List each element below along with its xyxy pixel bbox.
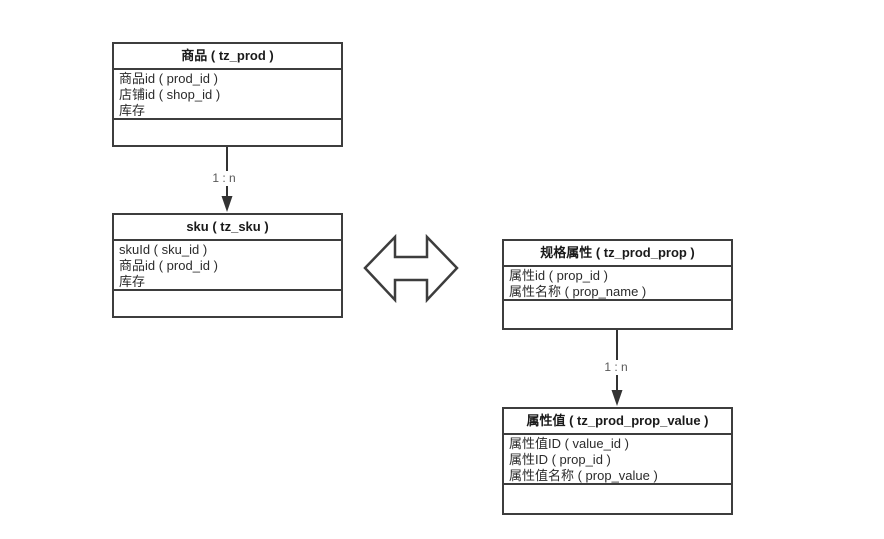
entity-prod-prop-value-footer xyxy=(504,485,731,513)
entity-prod-footer xyxy=(114,120,341,145)
field-stock: 库存 xyxy=(119,103,146,118)
field-prop-id: 属性id ( prop_id ) xyxy=(509,268,608,283)
relation-label-prod-sku: 1 : n xyxy=(201,171,247,186)
field-prop-name: 属性名称 ( prop_name ) xyxy=(509,284,647,299)
entity-sku-fields: skuId ( sku_id ) 商品id ( prod_id ) 库存 xyxy=(114,241,341,291)
field-value-id: 属性值ID ( value_id ) xyxy=(509,436,629,451)
field-sku-id: skuId ( sku_id ) xyxy=(119,242,208,257)
entity-sku-title: sku ( tz_sku ) xyxy=(114,215,341,241)
entity-prod-fields: 商品id ( prod_id ) 店铺id ( shop_id ) 库存 xyxy=(114,70,341,120)
field-stock: 库存 xyxy=(119,274,146,289)
field-shop-id: 店铺id ( shop_id ) xyxy=(119,87,221,102)
field-prop-id: 属性ID ( prop_id ) xyxy=(509,452,611,467)
double-arrow-icon xyxy=(363,233,459,304)
field-prod-id: 商品id ( prod_id ) xyxy=(119,258,218,273)
field-prod-id: 商品id ( prod_id ) xyxy=(119,71,218,86)
entity-prod-prop-title: 规格属性 ( tz_prod_prop ) xyxy=(504,241,731,267)
entity-prod-prop-value-title: 属性值 ( tz_prod_prop_value ) xyxy=(504,409,731,435)
entity-prod-prop-value-fields: 属性值ID ( value_id ) 属性ID ( prop_id ) 属性值名… xyxy=(504,435,731,485)
entity-prod-prop: 规格属性 ( tz_prod_prop ) 属性id ( prop_id ) 属… xyxy=(502,239,733,330)
entity-prod-title: 商品 ( tz_prod ) xyxy=(114,44,341,70)
entity-prod-prop-fields: 属性id ( prop_id ) 属性名称 ( prop_name ) xyxy=(504,267,731,301)
arrowhead-down-icon xyxy=(221,196,233,212)
field-prop-value: 属性值名称 ( prop_value ) xyxy=(509,468,658,483)
entity-prod-prop-value: 属性值 ( tz_prod_prop_value ) 属性值ID ( value… xyxy=(502,407,733,515)
entity-sku: sku ( tz_sku ) skuId ( sku_id ) 商品id ( p… xyxy=(112,213,343,318)
arrowhead-down-icon xyxy=(611,390,623,406)
entity-prod-prop-footer xyxy=(504,301,731,328)
entity-prod: 商品 ( tz_prod ) 商品id ( prod_id ) 店铺id ( s… xyxy=(112,42,343,147)
relation-label-prop-propvalue: 1 : n xyxy=(593,360,639,375)
entity-sku-footer xyxy=(114,291,341,316)
